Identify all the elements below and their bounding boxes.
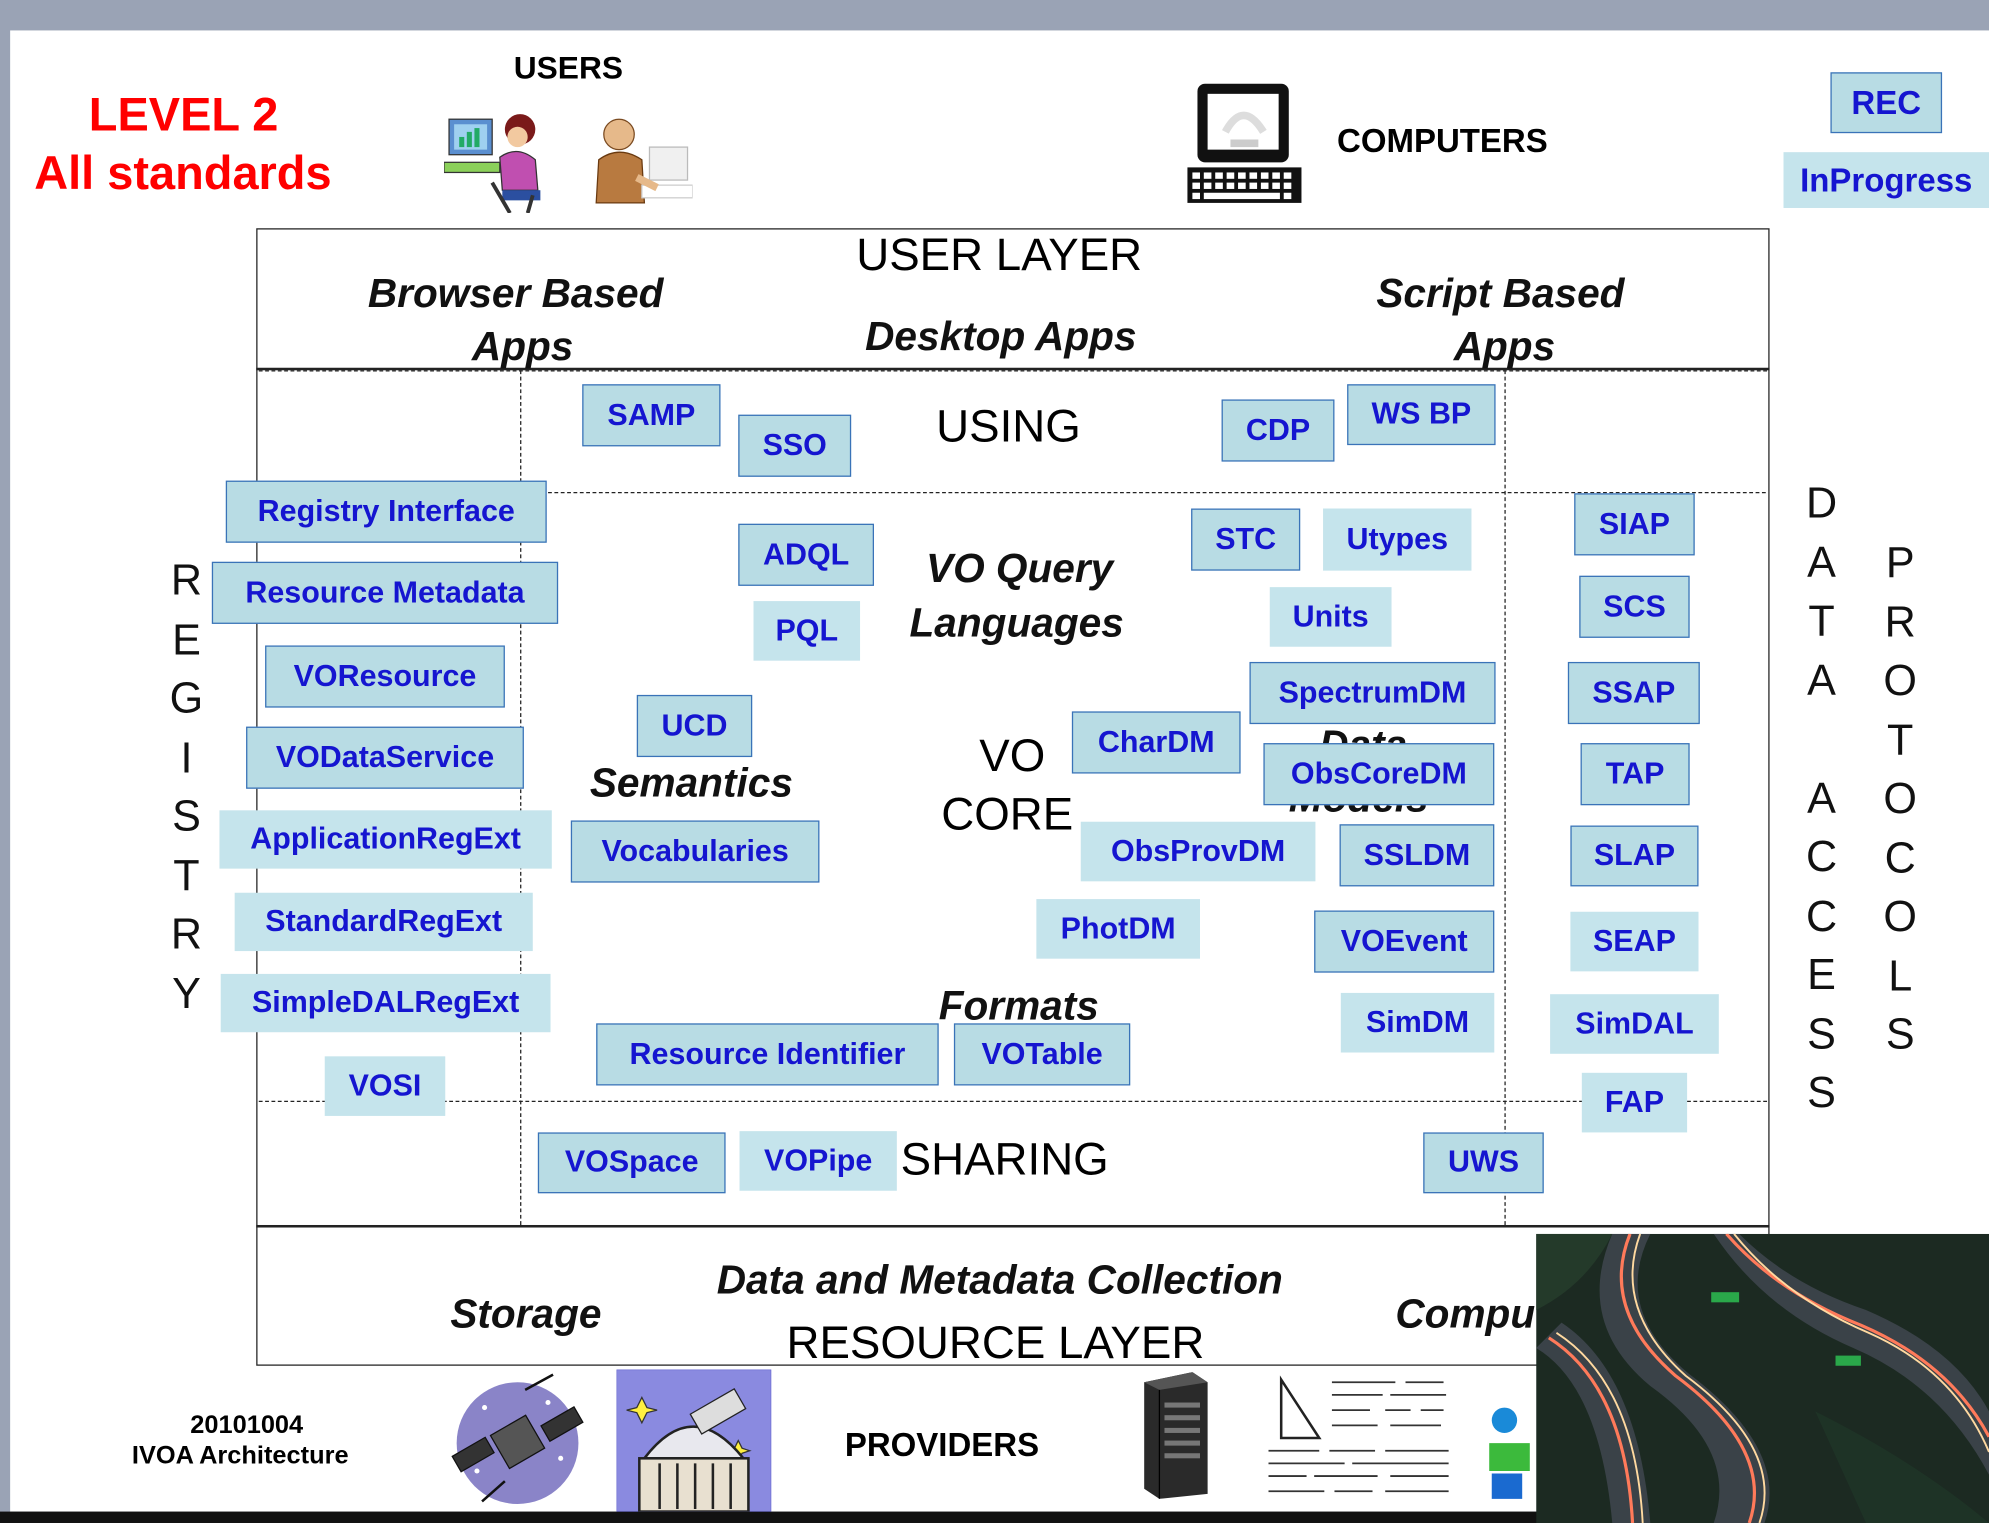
standard-standardregext: StandardRegExt xyxy=(234,892,533,952)
observatory-icon xyxy=(616,1369,772,1512)
level-title: LEVEL 2 xyxy=(88,88,279,141)
standard-applicationregext: ApplicationRegExt xyxy=(219,810,552,869)
standard-obscoredm: ObsCoreDM xyxy=(1263,743,1495,806)
legend-rec: REC xyxy=(1830,72,1943,134)
standard-votable: VOTable xyxy=(953,1023,1131,1086)
standard-resource-metadata: Resource Metadata xyxy=(211,561,559,624)
standard-spectrumdm: SpectrumDM xyxy=(1249,661,1496,725)
standard-scs: SCS xyxy=(1579,575,1690,638)
satellite-icon xyxy=(451,1373,584,1504)
data-metadata-collection: Data and Metadata Collection xyxy=(716,1256,1283,1303)
query-languages-line2: Languages xyxy=(909,599,1124,646)
standard-vocabularies: Vocabularies xyxy=(570,820,820,883)
core-inner-top-dashed xyxy=(522,492,1766,494)
storage-label: Storage xyxy=(450,1290,602,1337)
browser-apps-line2: Apps xyxy=(471,323,574,370)
woman-at-computer-icon xyxy=(443,114,541,214)
standard-stc: STC xyxy=(1191,508,1301,571)
footer-caption: IVOA Architecture xyxy=(131,1441,349,1470)
script-apps-line2: Apps xyxy=(1453,323,1556,370)
standard-ucd: UCD xyxy=(636,694,753,758)
protocols-vertical-label: P R O T O C O L S xyxy=(1883,538,1917,1059)
level-subtitle: All standards xyxy=(34,147,332,200)
desktop-apps: Desktop Apps xyxy=(865,313,1137,359)
computer-terminal-icon xyxy=(1187,83,1302,203)
standard-vosi: VOSI xyxy=(324,1056,446,1116)
standard-sso: SSO xyxy=(738,414,852,477)
sharing-label: SHARING xyxy=(900,1132,1109,1185)
standard-obsprovdm: ObsProvDM xyxy=(1080,821,1316,882)
script-apps-line1: Script Based xyxy=(1376,270,1625,316)
standard-samp: SAMP xyxy=(582,384,721,447)
standard-photdm: PhotDM xyxy=(1036,899,1201,959)
standard-voevent: VOEvent xyxy=(1314,910,1495,973)
server-icon xyxy=(1144,1372,1208,1499)
standard-cdp: CDP xyxy=(1221,399,1335,462)
query-languages-line1: VO Query xyxy=(926,545,1114,591)
math-formulas-icon xyxy=(1263,1372,1462,1504)
core-label: CORE xyxy=(941,787,1074,840)
resource-layer-title: RESOURCE LAYER xyxy=(786,1316,1205,1369)
user-layer-divider xyxy=(256,367,1770,371)
data-access-vertical-label: D A T A A C C E S S xyxy=(1805,479,1838,1118)
user-layer-title: USER LAYER xyxy=(856,228,1143,281)
standard-ssldm: SSLDM xyxy=(1339,824,1495,887)
legend-in-progress: InProgress xyxy=(1783,152,1989,208)
compute-label: Compu xyxy=(1395,1290,1536,1337)
standard-tap: TAP xyxy=(1580,743,1690,806)
standard-seap: SEAP xyxy=(1570,911,1699,972)
standard-utypes: Utypes xyxy=(1323,508,1472,571)
standard-vodataservice: VODataService xyxy=(246,726,524,789)
puzzle-people-icon xyxy=(1489,1407,1530,1499)
man-at-computer-icon xyxy=(595,118,693,204)
standard-adql: ADQL xyxy=(738,523,874,586)
left-column-dashed xyxy=(520,370,522,1225)
browser-apps-line1: Browser Based xyxy=(367,270,664,316)
standard-vospace: VOSpace xyxy=(537,1132,726,1194)
standard-simdm: SimDM xyxy=(1340,992,1495,1053)
standard-vopipe: VOPipe xyxy=(739,1131,897,1191)
standard-siap: SIAP xyxy=(1574,493,1695,556)
standard-simpledalregext: SimpleDALRegExt xyxy=(220,973,551,1033)
registry-vertical-label: R E G I S T R Y xyxy=(169,556,204,1018)
standard-simdal: SimDAL xyxy=(1550,994,1719,1054)
vo-label: VO xyxy=(979,729,1046,782)
standard-voresource: VOResource xyxy=(265,645,505,708)
highway-night-photo xyxy=(1536,1233,1989,1523)
standard-chardm: CharDM xyxy=(1071,711,1241,774)
core-top-dashed xyxy=(258,370,1768,372)
right-column-dashed xyxy=(1504,370,1506,1225)
semantics-label: Semantics xyxy=(589,759,793,806)
using-label: USING xyxy=(936,399,1081,452)
standard-fap: FAP xyxy=(1581,1072,1688,1133)
standard-resource-identifier: Resource Identifier xyxy=(596,1023,939,1086)
resource-layer-divider xyxy=(256,1224,1770,1228)
standard-slap: SLAP xyxy=(1570,825,1699,887)
footer-date: 20101004 xyxy=(190,1411,304,1440)
standard-units: Units xyxy=(1269,587,1392,647)
users-label: USERS xyxy=(513,50,624,87)
standard-uws: UWS xyxy=(1423,1132,1544,1194)
standard-registry-interface: Registry Interface xyxy=(225,480,547,543)
standard-ws-bp: WS BP xyxy=(1347,384,1496,446)
computers-label: COMPUTERS xyxy=(1336,121,1548,160)
providers-label: PROVIDERS xyxy=(844,1425,1040,1464)
standard-ssap: SSAP xyxy=(1567,661,1700,725)
formats-label: Formats xyxy=(938,982,1099,1029)
core-inner-bottom-dashed xyxy=(258,1100,1768,1102)
main-frame xyxy=(256,228,1770,1366)
standard-pql: PQL xyxy=(753,601,861,661)
slide-shadow xyxy=(0,1511,1989,1523)
